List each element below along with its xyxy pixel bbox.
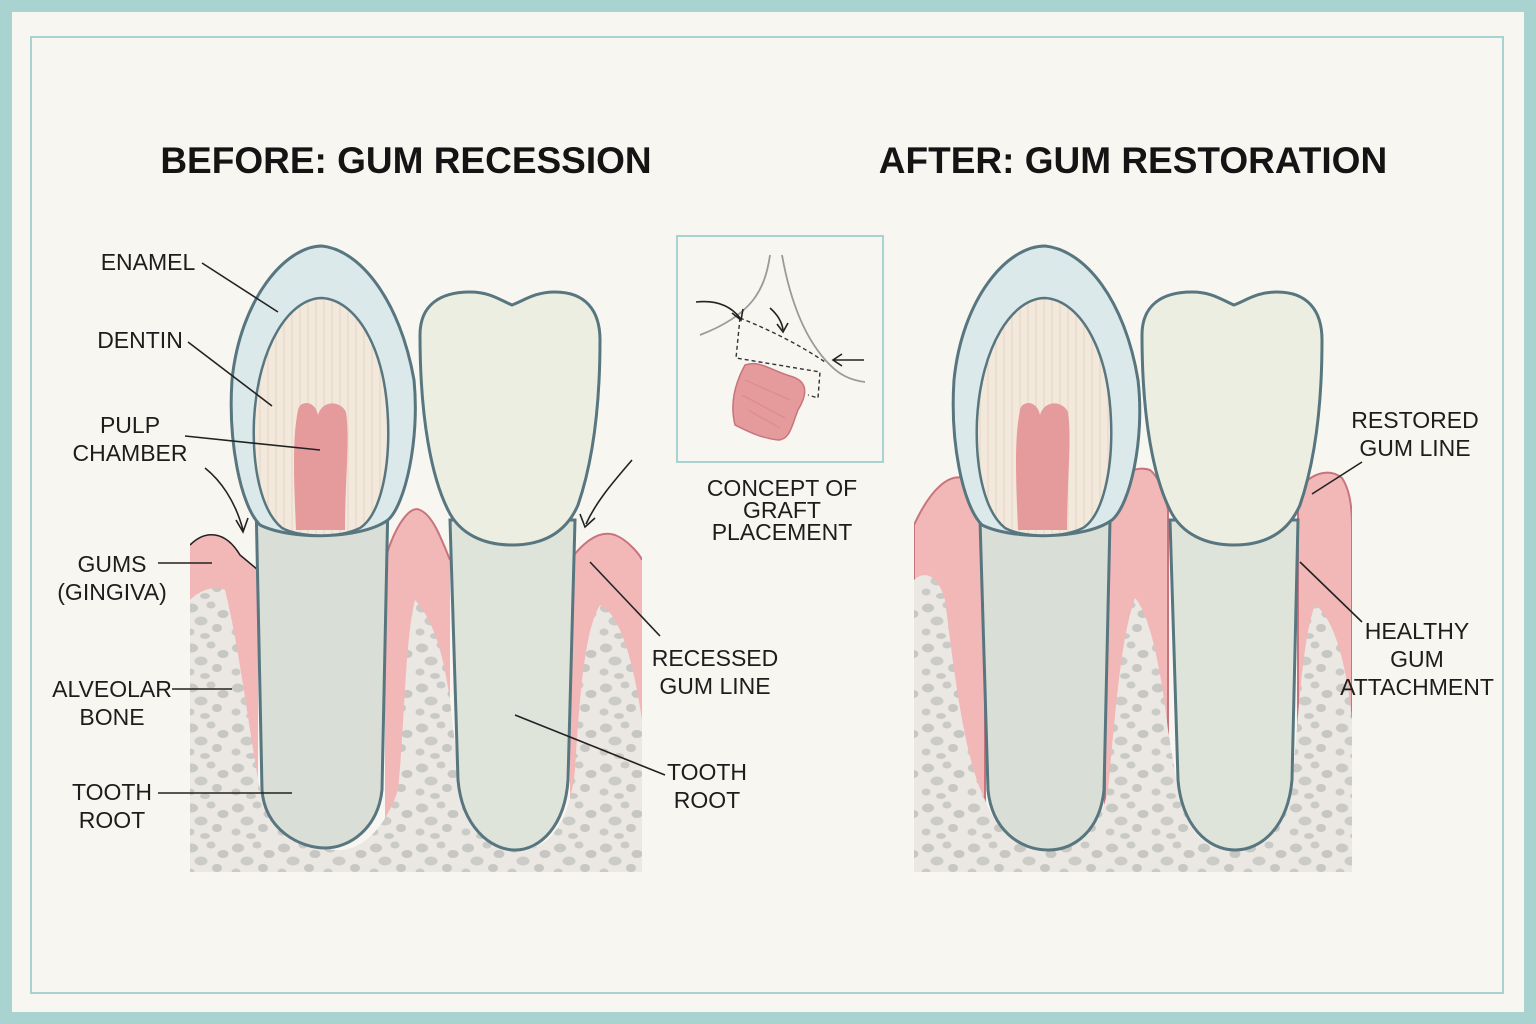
label-bone-line2: BONE bbox=[79, 704, 144, 730]
after-title: AFTER: GUM RESTORATION bbox=[879, 140, 1387, 181]
label-root-right-line1: TOOTH bbox=[667, 759, 747, 785]
leader-recessed bbox=[589, 561, 661, 637]
inset-arrow-2 bbox=[769, 307, 784, 331]
label-recessed-line2: GUM LINE bbox=[659, 673, 770, 699]
gum-recession-arrow-left bbox=[204, 467, 244, 531]
inset-arrow-1 bbox=[695, 300, 741, 319]
before-title: BEFORE: GUM RECESSION bbox=[160, 140, 651, 181]
gum-recession-arrow-right bbox=[585, 459, 633, 525]
after-right-tooth-root bbox=[1168, 518, 1300, 852]
after-right-tooth-crown bbox=[1140, 290, 1324, 547]
label-recessed-line1: RECESSED bbox=[652, 645, 779, 671]
label-restored-line2: GUM LINE bbox=[1359, 435, 1470, 461]
graft-inset bbox=[676, 235, 884, 463]
label-pulp-line2: CHAMBER bbox=[72, 440, 187, 466]
inner-border bbox=[30, 36, 1504, 994]
label-root-right-line2: ROOT bbox=[674, 787, 740, 813]
leader-dentin bbox=[187, 341, 273, 407]
before-left-tooth-root bbox=[254, 498, 390, 850]
label-root-left-line2: ROOT bbox=[79, 807, 145, 833]
inset-graft-site bbox=[735, 317, 821, 399]
before-diagram bbox=[190, 244, 642, 872]
label-healthy-line2: GUM bbox=[1390, 646, 1444, 672]
leader-enamel bbox=[201, 262, 279, 313]
after-diagram bbox=[914, 244, 1352, 872]
before-bone-left bbox=[190, 588, 642, 872]
label-gums-line1: GUMS bbox=[78, 551, 147, 577]
after-left-tooth-root bbox=[978, 518, 1112, 852]
label-enamel: ENAMEL bbox=[101, 249, 196, 275]
label-dentin: DENTIN bbox=[97, 327, 183, 353]
after-bone bbox=[914, 575, 1352, 872]
label-restored-line1: RESTORED bbox=[1351, 407, 1478, 433]
leader-healthy bbox=[1299, 561, 1363, 623]
leader-root-right bbox=[514, 714, 666, 776]
leader-restored bbox=[1311, 461, 1363, 495]
label-healthy-line1: HEALTHY bbox=[1365, 618, 1469, 644]
before-right-tooth-root bbox=[448, 518, 577, 852]
inset-caption-line3: PLACEMENT bbox=[712, 519, 853, 545]
inset-tooth-line-left bbox=[699, 254, 771, 336]
label-root-left-line1: TOOTH bbox=[72, 779, 152, 805]
before-right-tooth-crown bbox=[418, 290, 602, 547]
before-left-tooth-pulp bbox=[294, 403, 348, 530]
after-left-tooth-pulp bbox=[1016, 403, 1070, 530]
label-pulp-line1: PULP bbox=[100, 412, 160, 438]
label-healthy-line3: ATTACHMENT bbox=[1340, 674, 1494, 700]
inset-tooth-line-right bbox=[781, 254, 866, 383]
label-bone-line1: ALVEOLAR bbox=[52, 676, 172, 702]
label-gums-line2: (GINGIVA) bbox=[57, 579, 166, 605]
leader-pulp bbox=[184, 435, 321, 451]
inset-caption-line2: GRAFT bbox=[743, 497, 821, 523]
inset-caption-line1: CONCEPT OF bbox=[707, 475, 857, 501]
